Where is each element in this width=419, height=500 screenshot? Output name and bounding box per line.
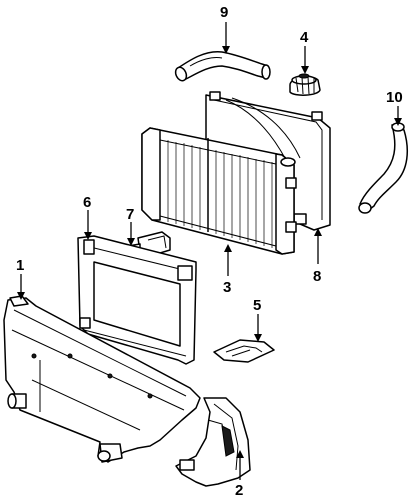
callout-1: 1 bbox=[16, 257, 24, 274]
callout-10: 10 bbox=[386, 89, 403, 106]
upper-radiator-hose bbox=[174, 51, 271, 82]
radiator-support-frame bbox=[77, 235, 197, 365]
radiator-core bbox=[141, 127, 297, 255]
callout-7: 7 bbox=[126, 206, 134, 223]
radiator-cap bbox=[289, 73, 321, 96]
leader-lines bbox=[17, 22, 402, 480]
callout-9: 9 bbox=[220, 4, 228, 21]
side-air-deflector bbox=[175, 397, 251, 487]
callout-3: 3 bbox=[223, 279, 231, 296]
callout-6: 6 bbox=[83, 194, 91, 211]
callout-labels: 9 4 10 6 7 3 8 5 1 2 bbox=[16, 4, 403, 499]
callout-8: 8 bbox=[313, 268, 321, 285]
callout-5: 5 bbox=[253, 297, 261, 314]
callout-2: 2 bbox=[235, 482, 243, 499]
lower-support-crossmember bbox=[3, 295, 201, 463]
lower-radiator-hose bbox=[358, 122, 409, 214]
lower-mount-bracket bbox=[213, 339, 275, 363]
callout-4: 4 bbox=[300, 29, 309, 46]
